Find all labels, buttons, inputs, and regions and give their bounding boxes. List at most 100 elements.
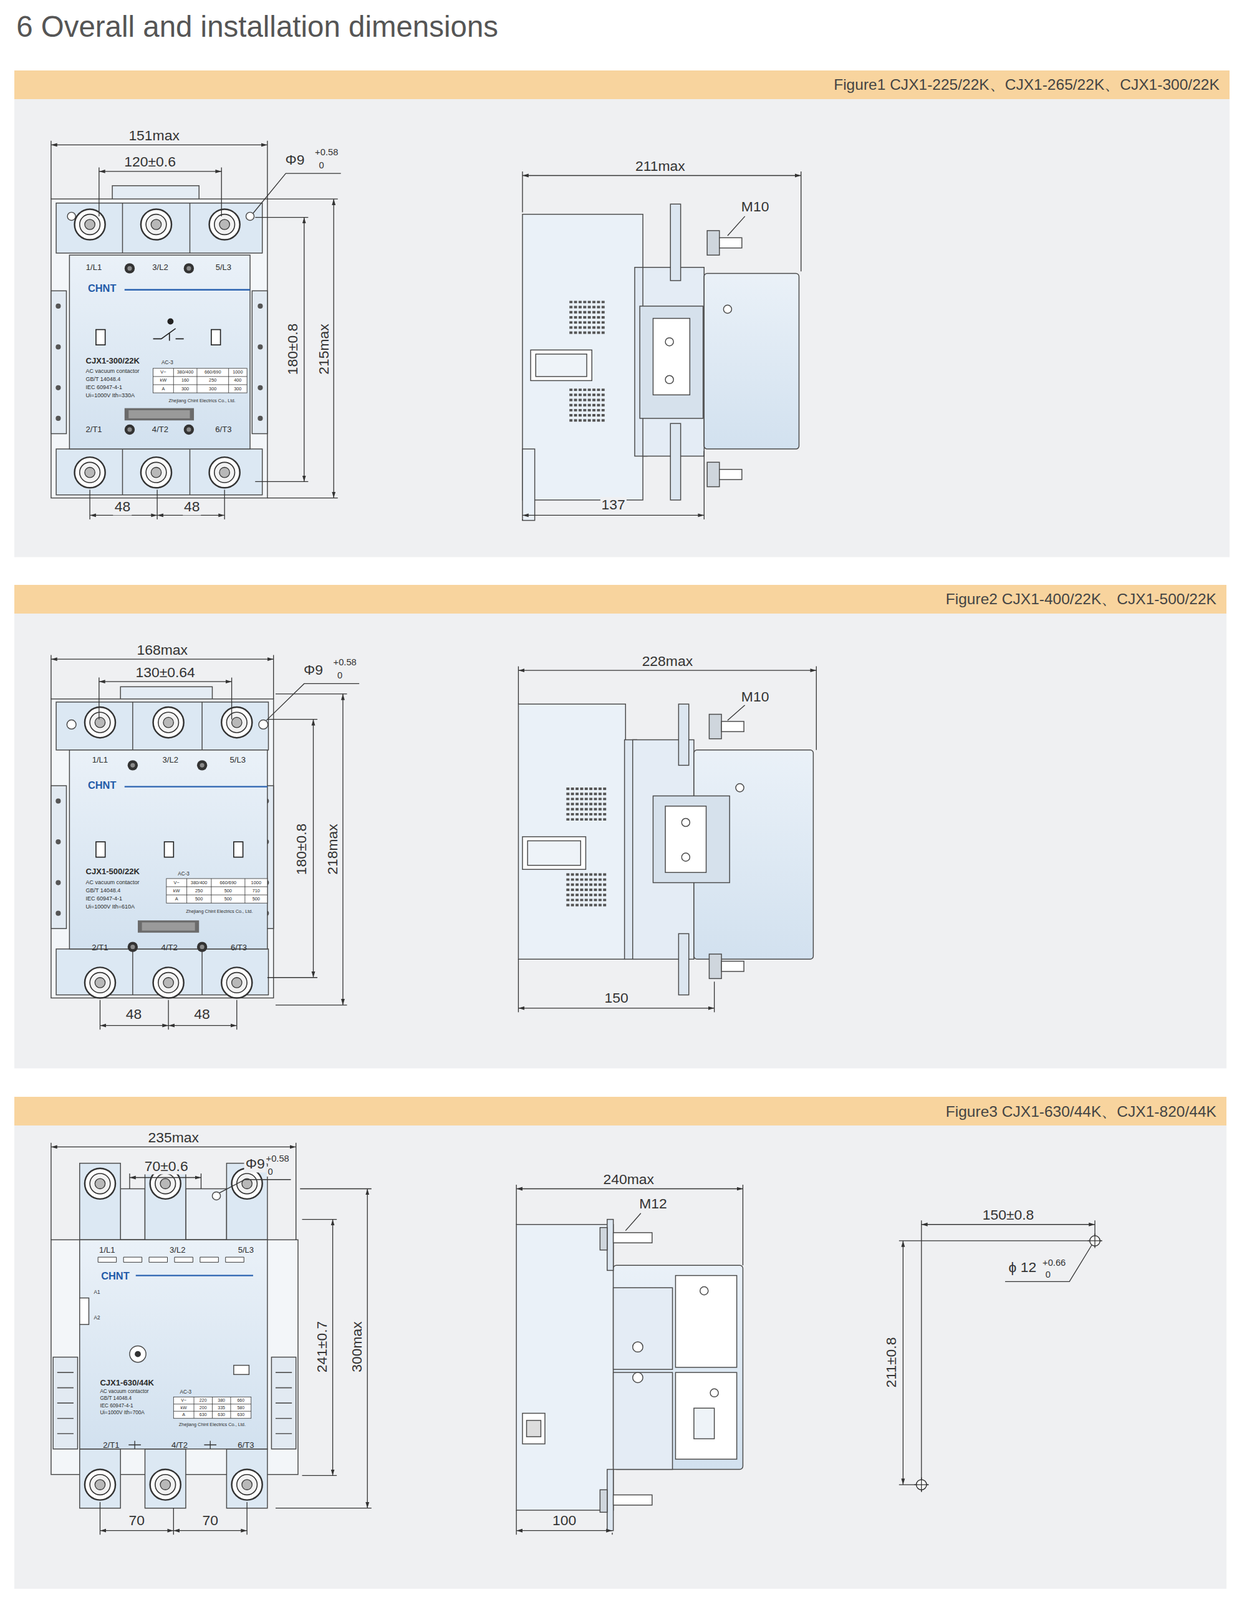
dimension-lines <box>253 173 342 214</box>
nameplate-text: A <box>175 896 179 902</box>
contactor-side-view <box>535 354 587 377</box>
dimension-lines <box>51 659 274 660</box>
contactor-side-view <box>710 1388 719 1397</box>
contactor-side-view <box>678 703 689 766</box>
contactor-front-view <box>127 760 138 771</box>
dimension-label: Φ9 <box>302 662 325 679</box>
dimension-label: 300max <box>349 1320 365 1375</box>
contactor-front-view <box>97 1256 244 1262</box>
dimension-label: 211max <box>634 158 687 174</box>
contactor-front-view <box>164 841 174 858</box>
dimension-lines <box>50 655 52 699</box>
dimension-lines <box>267 497 338 499</box>
contactor-front-view <box>55 303 61 309</box>
nameplate-text: V~ <box>180 1397 187 1403</box>
contactor-front-view <box>257 415 263 421</box>
contactor-side-view <box>613 1287 673 1370</box>
dimension-lines <box>727 216 746 236</box>
figure-caption: Figure2 CJX1-400/22K、CJX1-500/22K <box>945 588 1217 610</box>
contactor-side-view <box>675 1372 737 1459</box>
dimension-lines <box>521 171 523 212</box>
nameplate-text: 5/L3 <box>230 755 246 765</box>
contactor-front-view <box>153 707 184 738</box>
dimension-label: 215max <box>316 322 333 376</box>
contactor-side-view <box>723 304 732 313</box>
contactor-front-view <box>257 303 263 309</box>
dimension-lines <box>99 1502 101 1535</box>
nameplate-text: 5/L3 <box>238 1245 254 1255</box>
dimension-lines <box>816 666 817 751</box>
dimension-lines <box>713 981 715 1012</box>
nameplate-text: CHNT <box>87 282 116 294</box>
contactor-front-view <box>51 686 274 998</box>
dimension-label: 168max <box>135 642 189 658</box>
nameplate-text: AC-3 <box>180 1389 193 1395</box>
contactor-front-view <box>128 1440 217 1450</box>
dimension-label: 48 <box>182 499 201 516</box>
dimension-label: 180±0.8 <box>294 821 310 877</box>
contactor-side-view <box>526 1420 542 1437</box>
nameplate-text: V~ <box>173 880 180 886</box>
contactor-front-view <box>201 948 203 996</box>
contactor-front-view <box>124 289 251 291</box>
panel-ground <box>14 613 1227 1069</box>
dimension-lines <box>275 1507 372 1509</box>
dimension-lines <box>129 1173 130 1190</box>
contactor-front-view <box>51 1163 299 1509</box>
nameplate-text: 4/T2 <box>171 1440 188 1450</box>
nameplate-text: 500 <box>252 896 260 902</box>
dimension-lines <box>299 1188 372 1190</box>
mounting-hole-pattern <box>902 1240 904 1485</box>
contactor-front-view <box>140 208 172 240</box>
contactor-side-view <box>693 1407 715 1439</box>
mounting-hole-pattern <box>914 1233 1102 1493</box>
dimension-label: 120±0.6 <box>122 154 178 171</box>
contactor-side-view <box>719 237 742 248</box>
mounting-hole-pattern <box>921 1223 1095 1225</box>
nameplate-text: 630 <box>199 1412 208 1418</box>
contactor-side-view <box>522 448 535 521</box>
contactor-front-view <box>153 967 184 998</box>
nameplate-text: 380 <box>217 1397 226 1403</box>
contactor-front-view <box>150 1469 181 1501</box>
contactor-front-view <box>122 448 123 496</box>
contactor-side-view <box>613 1494 653 1505</box>
nameplate-text: A <box>161 386 165 392</box>
nameplate-text: CJX1-300/22K <box>85 356 140 366</box>
mounting-hole-pattern <box>920 1220 922 1492</box>
figure-band: Figure3 CJX1-630/44K、CJX1-820/44K <box>14 1096 1227 1126</box>
contactor-front-view <box>166 878 268 903</box>
dimension-lines <box>302 1218 338 1220</box>
nameplate-text: 4/T2 <box>161 943 178 953</box>
dimension-label: Φ9 <box>244 1156 267 1173</box>
nameplate-text: 500 <box>224 896 232 902</box>
dimension-lines <box>332 1219 333 1476</box>
dimension-lines <box>267 977 318 978</box>
contactor-front-view <box>129 1346 146 1363</box>
contactor-front-view <box>189 203 191 254</box>
panel-ground <box>14 1125 1227 1589</box>
contactor-side-view <box>516 1219 743 1531</box>
contactor-front-view <box>246 211 255 221</box>
contactor-front-view <box>96 329 106 346</box>
nameplate-text: AC-3 <box>177 870 190 877</box>
contactor-front-view <box>74 208 106 240</box>
contactor-front-view <box>233 1365 250 1375</box>
contactor-front-view <box>209 208 241 240</box>
nameplate-text: 250 <box>208 377 217 383</box>
contactor-side-view <box>675 1275 737 1368</box>
dimension-label: Φ9 <box>283 152 306 168</box>
contactor-side-view <box>607 1469 614 1531</box>
contactor-front-view <box>144 1163 186 1241</box>
contactor-front-view <box>51 785 67 929</box>
dimension-label: 0 <box>336 670 344 681</box>
contactor-front-view <box>197 760 208 771</box>
dimension-lines <box>255 481 309 482</box>
contactor-side-view <box>708 953 722 979</box>
dimension-lines <box>703 450 705 520</box>
contactor-front-view <box>84 1168 116 1199</box>
contactor-side-view <box>518 703 626 959</box>
nameplate-text: Zhejiang Chint Electrics Co., Ltd. <box>178 1422 246 1428</box>
nameplate-text: 6/T3 <box>237 1440 254 1450</box>
